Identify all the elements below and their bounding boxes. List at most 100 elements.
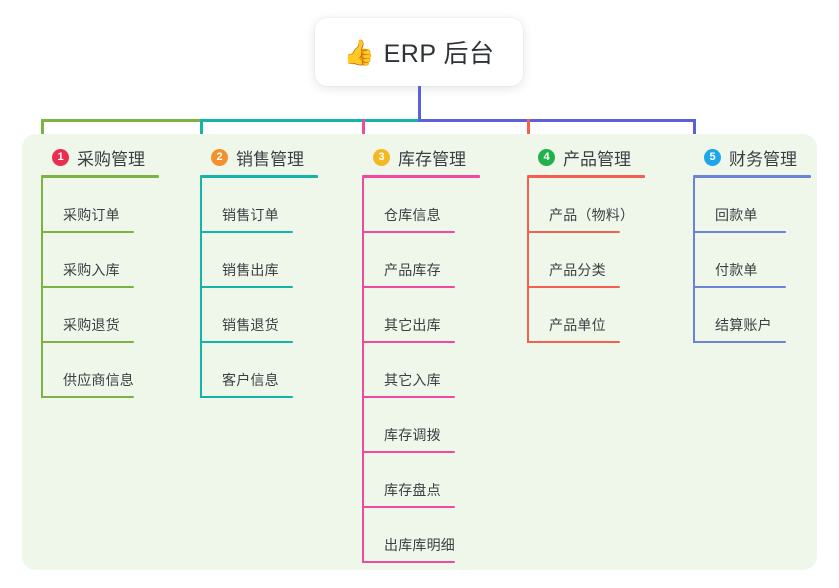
leaf-underline: [200, 286, 293, 288]
leaf-underline: [41, 286, 134, 288]
leaf-label: 采购退货: [63, 317, 120, 333]
leaf-item[interactable]: 销售退货: [200, 288, 318, 343]
leaf-item[interactable]: 库存盘点: [362, 453, 480, 508]
leaf-underline: [362, 341, 455, 343]
leaf-underline: [362, 561, 455, 563]
leaf-label: 供应商信息: [63, 372, 134, 388]
leaf-item[interactable]: 销售订单: [200, 178, 318, 233]
column-badge-purchase: 1: [52, 148, 69, 166]
leaf-label: 其它入库: [384, 372, 441, 388]
column-title-finance: 财务管理: [729, 149, 797, 169]
leaf-underline: [693, 231, 786, 233]
leaf-underline: [362, 506, 455, 508]
leaf-list-product: 产品（物料） 产品分类产品单位: [527, 178, 645, 343]
leaf-item[interactable]: 回款单: [693, 178, 811, 233]
column-underline-finance: [693, 175, 811, 178]
column-header-sales[interactable]: 2 销售管理: [197, 145, 318, 169]
leaf-item[interactable]: 库存调拨: [362, 398, 480, 453]
leaf-underline: [527, 286, 620, 288]
column-header-finance[interactable]: 5 财务管理: [690, 145, 811, 169]
leaf-underline: [527, 231, 620, 233]
leaf-item[interactable]: 其它入库: [362, 343, 480, 398]
leaf-label: 产品库存: [384, 262, 441, 278]
column-underline-purchase: [41, 175, 159, 178]
leaf-label: 结算账户: [715, 317, 772, 333]
leaf-label: 其它出库: [384, 317, 441, 333]
leaf-label: 采购订单: [63, 207, 120, 223]
root-node-card[interactable]: 👍 ERP 后台: [315, 18, 523, 86]
leaf-item[interactable]: 采购订单: [41, 178, 159, 233]
leaf-underline: [693, 341, 786, 343]
leaf-label: 销售订单: [222, 207, 279, 223]
leaf-underline: [41, 341, 134, 343]
leaf-item[interactable]: 出库库明细: [362, 508, 480, 563]
column-underline-product: [527, 175, 645, 178]
leaf-underline: [200, 396, 293, 398]
leaf-label: 客户信息: [222, 372, 279, 388]
connector-root-stem: [418, 86, 421, 122]
leaf-item[interactable]: 付款单: [693, 233, 811, 288]
leaf-list-purchase: 采购订单采购入库采购退货供应商信息: [41, 178, 159, 398]
leaf-spine-purchase: [41, 178, 43, 398]
leaf-underline: [362, 286, 455, 288]
column-title-inventory: 库存管理: [398, 149, 466, 169]
leaf-spine-finance: [693, 178, 695, 343]
leaf-underline: [693, 286, 786, 288]
column-underline-inventory: [362, 175, 480, 178]
column-header-product[interactable]: 4 产品管理: [524, 145, 645, 169]
leaf-underline: [362, 396, 455, 398]
leaf-label: 产品（物料）: [549, 207, 635, 223]
leaf-spine-sales: [200, 178, 202, 398]
leaf-list-sales: 销售订单销售出库销售退货客户信息: [200, 178, 318, 398]
leaf-label: 仓库信息: [384, 207, 441, 223]
leaf-item[interactable]: 供应商信息: [41, 343, 159, 398]
connector-bus-mid: [200, 119, 421, 122]
column-title-sales: 销售管理: [236, 149, 304, 169]
connector-bus-left: [41, 119, 203, 122]
leaf-underline: [527, 341, 620, 343]
leaf-label: 库存调拨: [384, 427, 441, 443]
leaf-item[interactable]: 采购退货: [41, 288, 159, 343]
column-badge-finance: 5: [704, 148, 721, 166]
leaf-label: 产品单位: [549, 317, 606, 333]
column-badge-sales: 2: [211, 148, 228, 166]
leaf-label: 出库库明细: [384, 537, 455, 553]
column-title-product: 产品管理: [563, 149, 631, 169]
column-finance: 5 财务管理回款单付款单结算账户: [690, 145, 811, 343]
leaf-underline: [200, 231, 293, 233]
leaf-item[interactable]: 产品单位: [527, 288, 645, 343]
leaf-item[interactable]: 产品（物料）: [527, 178, 645, 233]
column-product: 4 产品管理产品（物料） 产品分类产品单位: [524, 145, 645, 343]
leaf-underline: [41, 231, 134, 233]
leaf-item[interactable]: 销售出库: [200, 233, 318, 288]
column-badge-product: 4: [538, 148, 555, 166]
leaf-item[interactable]: 产品库存: [362, 233, 480, 288]
column-sales: 2 销售管理销售订单销售出库销售退货客户信息: [197, 145, 318, 398]
leaf-item[interactable]: 其它出库: [362, 288, 480, 343]
leaf-label: 销售退货: [222, 317, 279, 333]
leaf-underline: [41, 396, 134, 398]
leaf-item[interactable]: 客户信息: [200, 343, 318, 398]
root-node-title: ERP 后台: [383, 40, 495, 68]
leaf-item[interactable]: 采购入库: [41, 233, 159, 288]
thumbs-up-icon: 👍: [343, 38, 375, 67]
leaf-label: 库存盘点: [384, 482, 441, 498]
leaf-spine-inventory: [362, 178, 364, 563]
connector-bus-right: [418, 119, 696, 122]
column-badge-inventory: 3: [373, 148, 390, 166]
leaf-item[interactable]: 仓库信息: [362, 178, 480, 233]
leaf-label: 回款单: [715, 207, 758, 223]
column-header-inventory[interactable]: 3 库存管理: [359, 145, 480, 169]
leaf-label: 销售出库: [222, 262, 279, 278]
leaf-item[interactable]: 结算账户: [693, 288, 811, 343]
leaf-label: 付款单: [715, 262, 758, 278]
column-inventory: 3 库存管理仓库信息产品库存其它出库其它入库库存调拨库存盘点出库库明细: [359, 145, 480, 563]
leaf-underline: [200, 341, 293, 343]
leaf-item[interactable]: 产品分类: [527, 233, 645, 288]
column-underline-sales: [200, 175, 318, 178]
leaf-underline: [362, 231, 455, 233]
diagram-panel: [22, 134, 817, 570]
leaf-spine-product: [527, 178, 529, 343]
